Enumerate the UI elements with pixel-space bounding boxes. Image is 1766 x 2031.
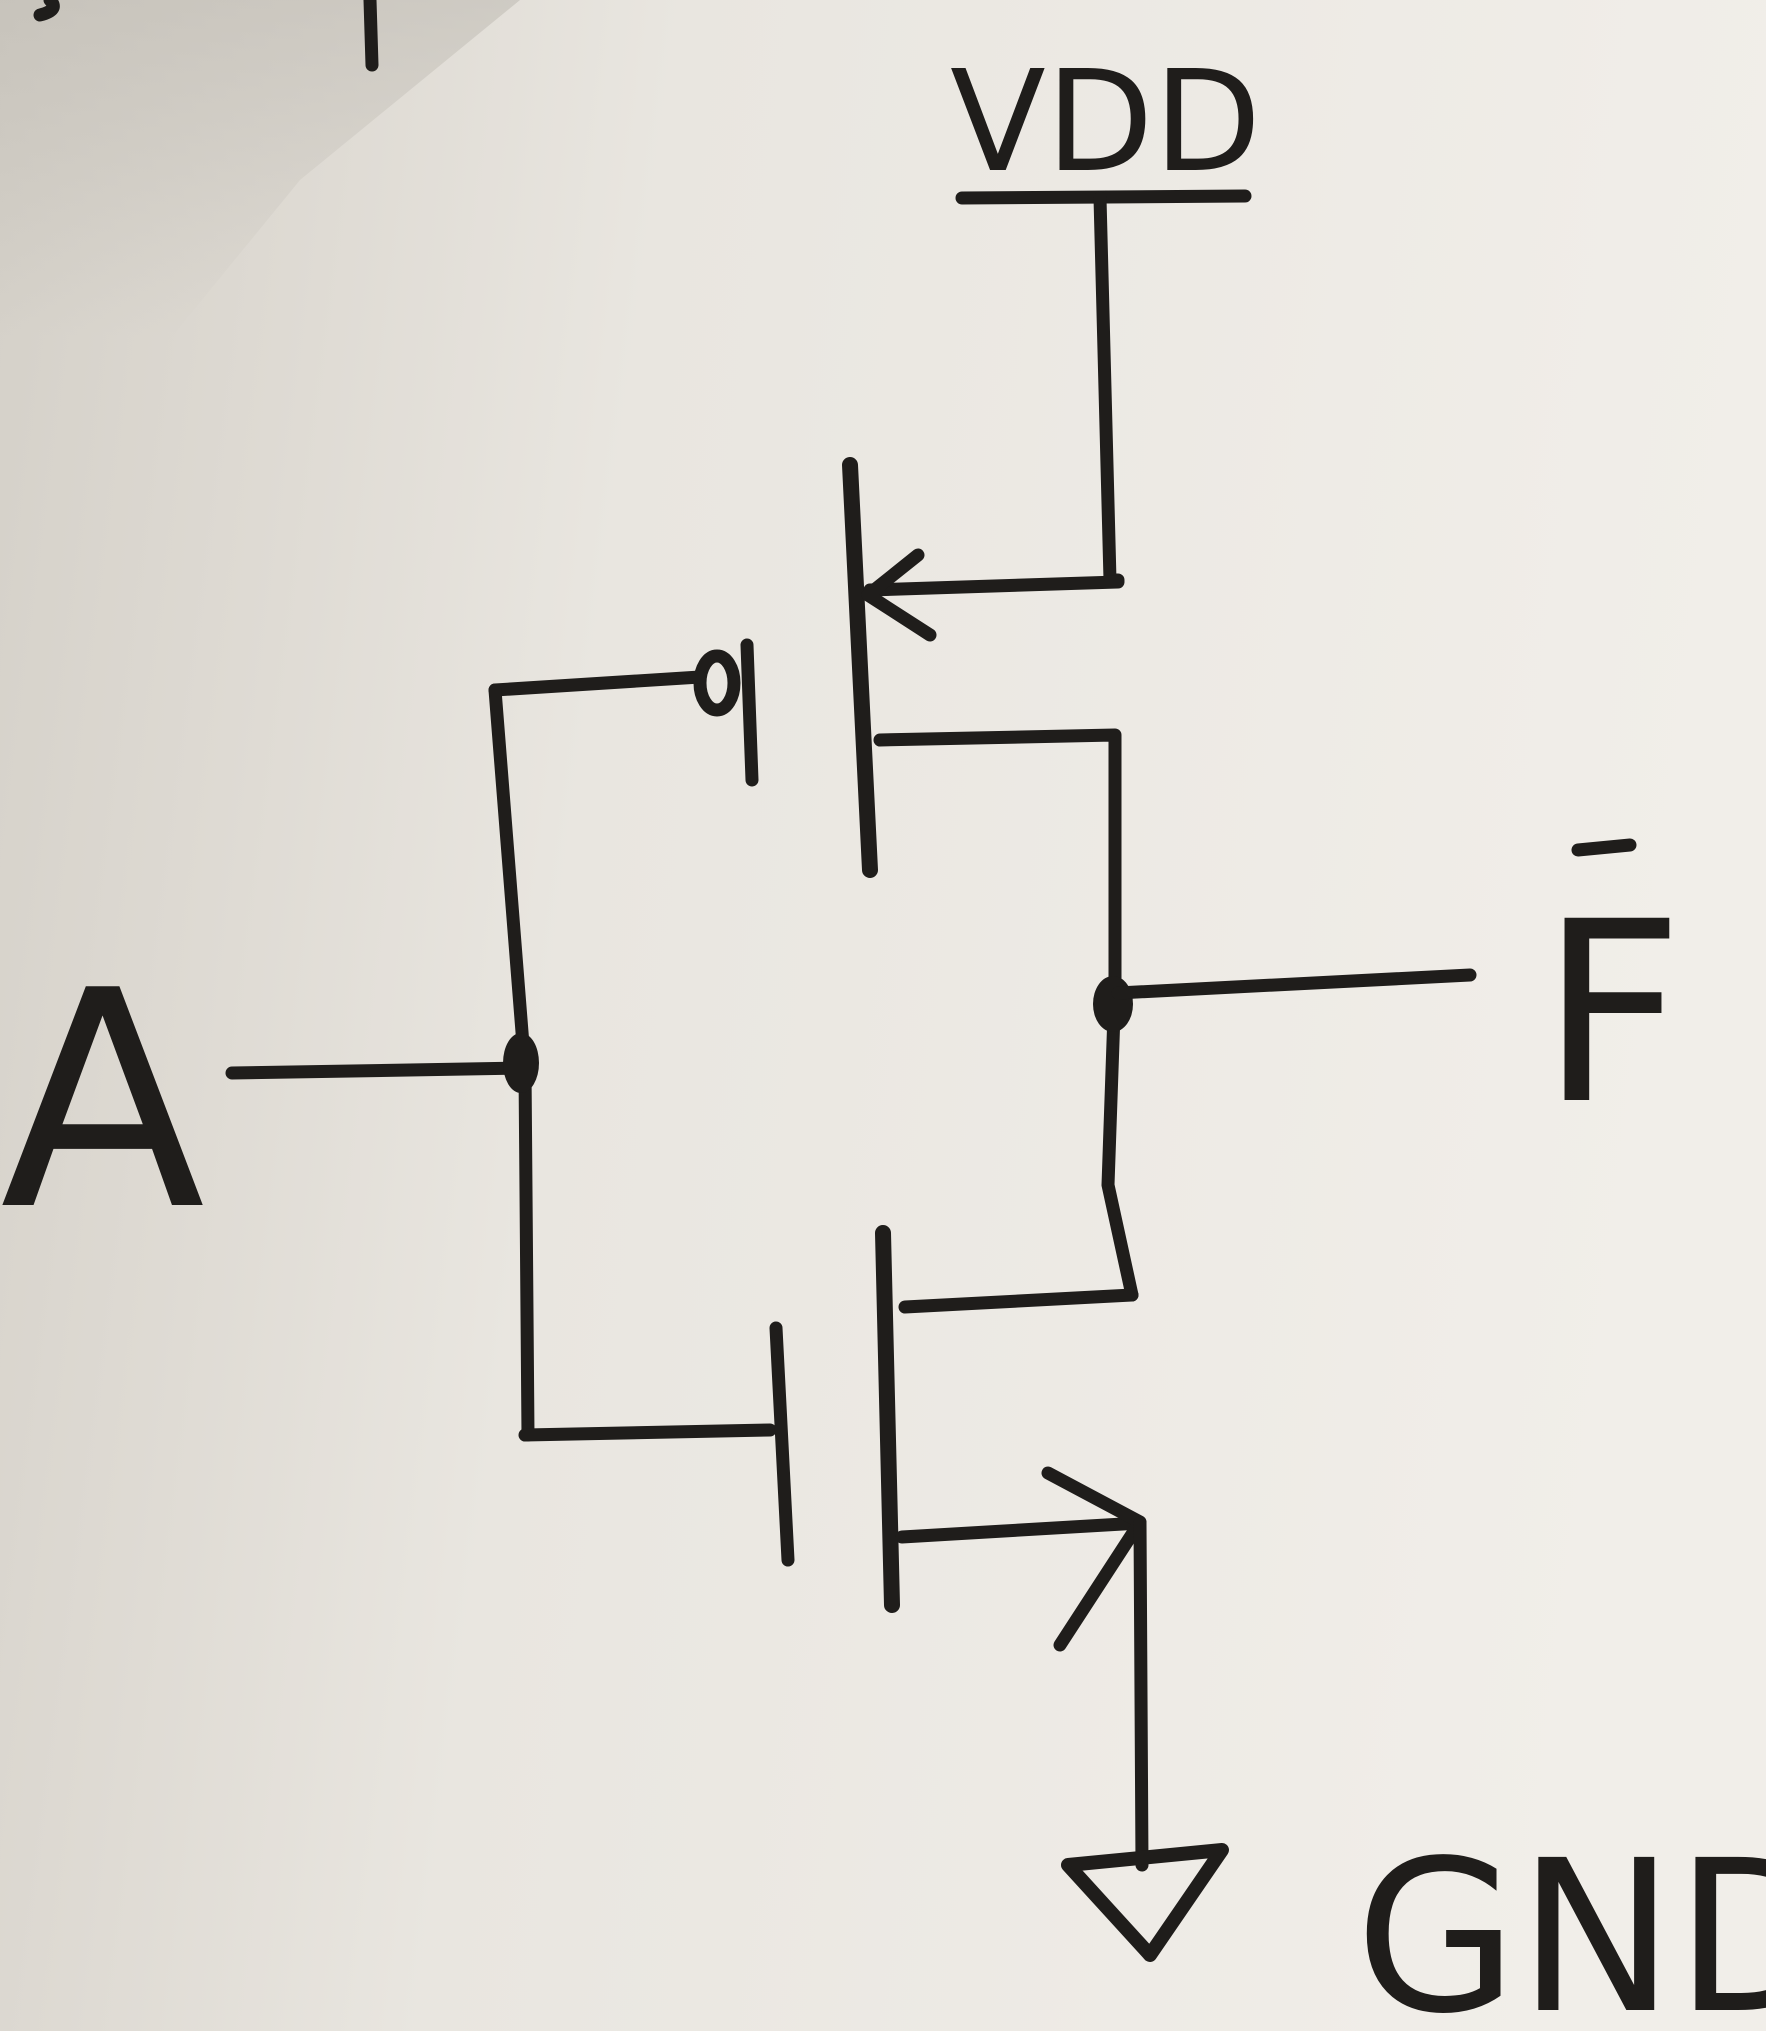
pmos-drain-wire (873, 728, 1122, 992)
nmos-channel (875, 1225, 900, 1613)
top-edge-mark (363, 0, 379, 72)
vdd-label: VDD (950, 41, 1261, 204)
output-node-wire (1101, 978, 1139, 1302)
input-wire (225, 1061, 532, 1080)
nmos-source-wire (895, 1516, 1147, 1544)
input-label: A (0, 927, 206, 1276)
output-junction-dot (1093, 976, 1133, 1032)
nmos-drain-wire (898, 1288, 1139, 1314)
nmos-gate-wire (518, 1423, 777, 1442)
ground-icon (1061, 1843, 1229, 1962)
top-edge-mark (33, 0, 60, 22)
output-label: F (1540, 868, 1684, 1159)
output-wire (1111, 968, 1477, 1000)
ground-wire (1133, 1516, 1149, 1872)
pmos-arrow (861, 548, 937, 642)
paper-shadow (0, 0, 520, 560)
ground-label: GND (1355, 1815, 1766, 2031)
pmos-gate-plate (740, 638, 759, 787)
nmos-gate-plate (769, 1321, 795, 1567)
pmos-channel (842, 457, 878, 878)
input-junction-dot (503, 1033, 539, 1093)
pmos-gate-wire (488, 670, 707, 697)
pmos-source-wire (863, 575, 1125, 597)
output-overbar (1571, 838, 1637, 857)
